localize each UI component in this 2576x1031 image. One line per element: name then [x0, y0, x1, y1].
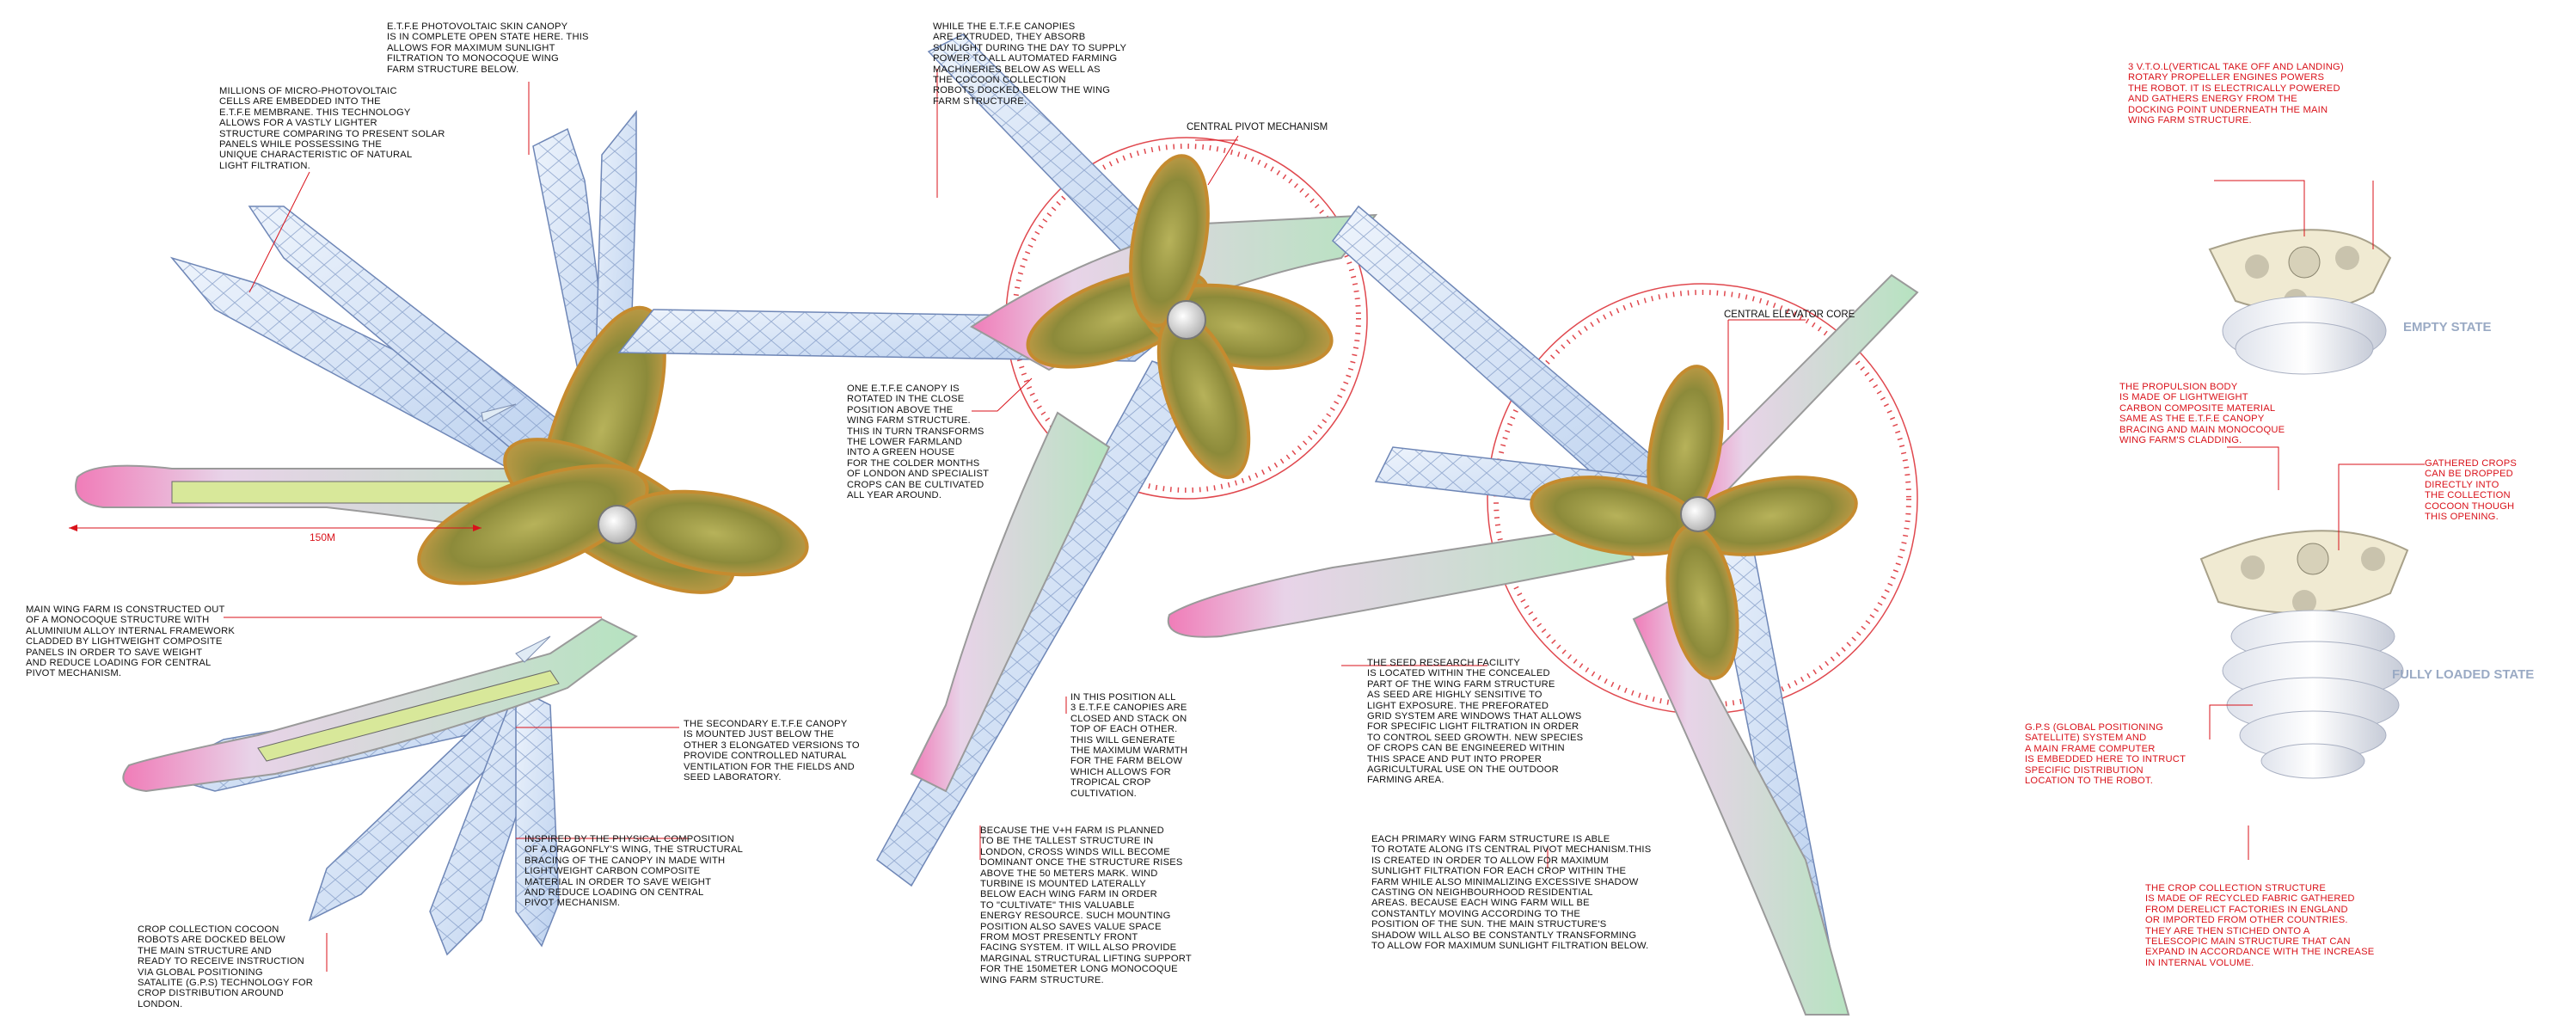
- annotation-recycled: THE CROP COLLECTION STRUCTURE IS MADE OF…: [2145, 883, 2375, 968]
- label-central-elevator: CENTRAL ELEVATOR CORE: [1724, 310, 1855, 320]
- propeller-canopy: [1026, 154, 1334, 480]
- cocoon-empty: [2208, 229, 2392, 375]
- monocoque-wing: [1167, 273, 1919, 1016]
- annotation-extruded: WHILE THE E.T.F.E CANOPIES ARE EXTRUDED,…: [933, 21, 1127, 107]
- wing-farm-rotated-state: [1167, 205, 1919, 1016]
- propeller-canopy: [1530, 365, 1858, 680]
- annotation-secondary-canopy: THE SECONDARY E.T.F.E CANOPY IS MOUNTED …: [684, 719, 860, 783]
- annotation-one-canopy: ONE E.T.F.E CANOPY IS ROTATED IN THE CLO…: [847, 384, 990, 501]
- label-fully-loaded-state: FULLY LOADED STATE: [2392, 667, 2535, 682]
- annotation-seed-research: THE SEED RESEARCH FACILITY IS LOCATED WI…: [1367, 658, 1584, 786]
- label-dimension: 150M: [310, 531, 336, 543]
- wing-farm-open-state: [75, 109, 809, 956]
- annotation-propulsion: THE PROPULSION BODY IS MADE OF LIGHTWEIG…: [2119, 382, 2285, 446]
- dimension-150m: [69, 525, 481, 531]
- annotation-gathered: GATHERED CROPS CAN BE DROPPED DIRECTLY I…: [2425, 458, 2518, 523]
- annotation-micro-pv: MILLIONS OF MICRO-PHOTOVOLTAIC CELLS ARE…: [219, 86, 445, 171]
- annotation-rotate: EACH PRIMARY WING FARM STRUCTURE IS ABLE…: [1371, 834, 1652, 952]
- annotation-dragonfly: INSPIRED BY THE PHYSICAL COMPOSITION OF …: [524, 834, 744, 909]
- annotation-gps: G.P.S (GLOBAL POSITIONING SATELLITE) SYS…: [2025, 722, 2187, 787]
- label-empty-state: EMPTY STATE: [2403, 320, 2492, 334]
- annotation-crop-cocoon: CROP COLLECTION COCOON ROBOTS ARE DOCKED…: [138, 924, 314, 1010]
- cocoon-loaded: [2199, 530, 2409, 779]
- label-central-pivot: CENTRAL PIVOT MECHANISM: [1187, 122, 1328, 132]
- annotation-vtol: 3 V.T.O.L(VERTICAL TAKE OFF AND LANDING)…: [2128, 62, 2344, 126]
- annotation-closed-position: IN THIS POSITION ALL 3 E.T.F.E CANOPIES …: [1070, 692, 1188, 799]
- leader-lines: [224, 69, 2425, 972]
- annotation-tallest: BECAUSE THE V+H FARM IS PLANNED TO BE TH…: [980, 825, 1192, 985]
- annotation-etfe-skin: E.T.F.E PHOTOVOLTAIC SKIN CANOPY IS IN C…: [387, 21, 589, 75]
- annotation-main-wing: MAIN WING FARM IS CONSTRUCTED OUT OF A M…: [26, 604, 236, 679]
- propeller-canopy: [417, 305, 809, 594]
- wind-turbines: [481, 403, 551, 663]
- wing-farm-closed-state: [617, 34, 1378, 887]
